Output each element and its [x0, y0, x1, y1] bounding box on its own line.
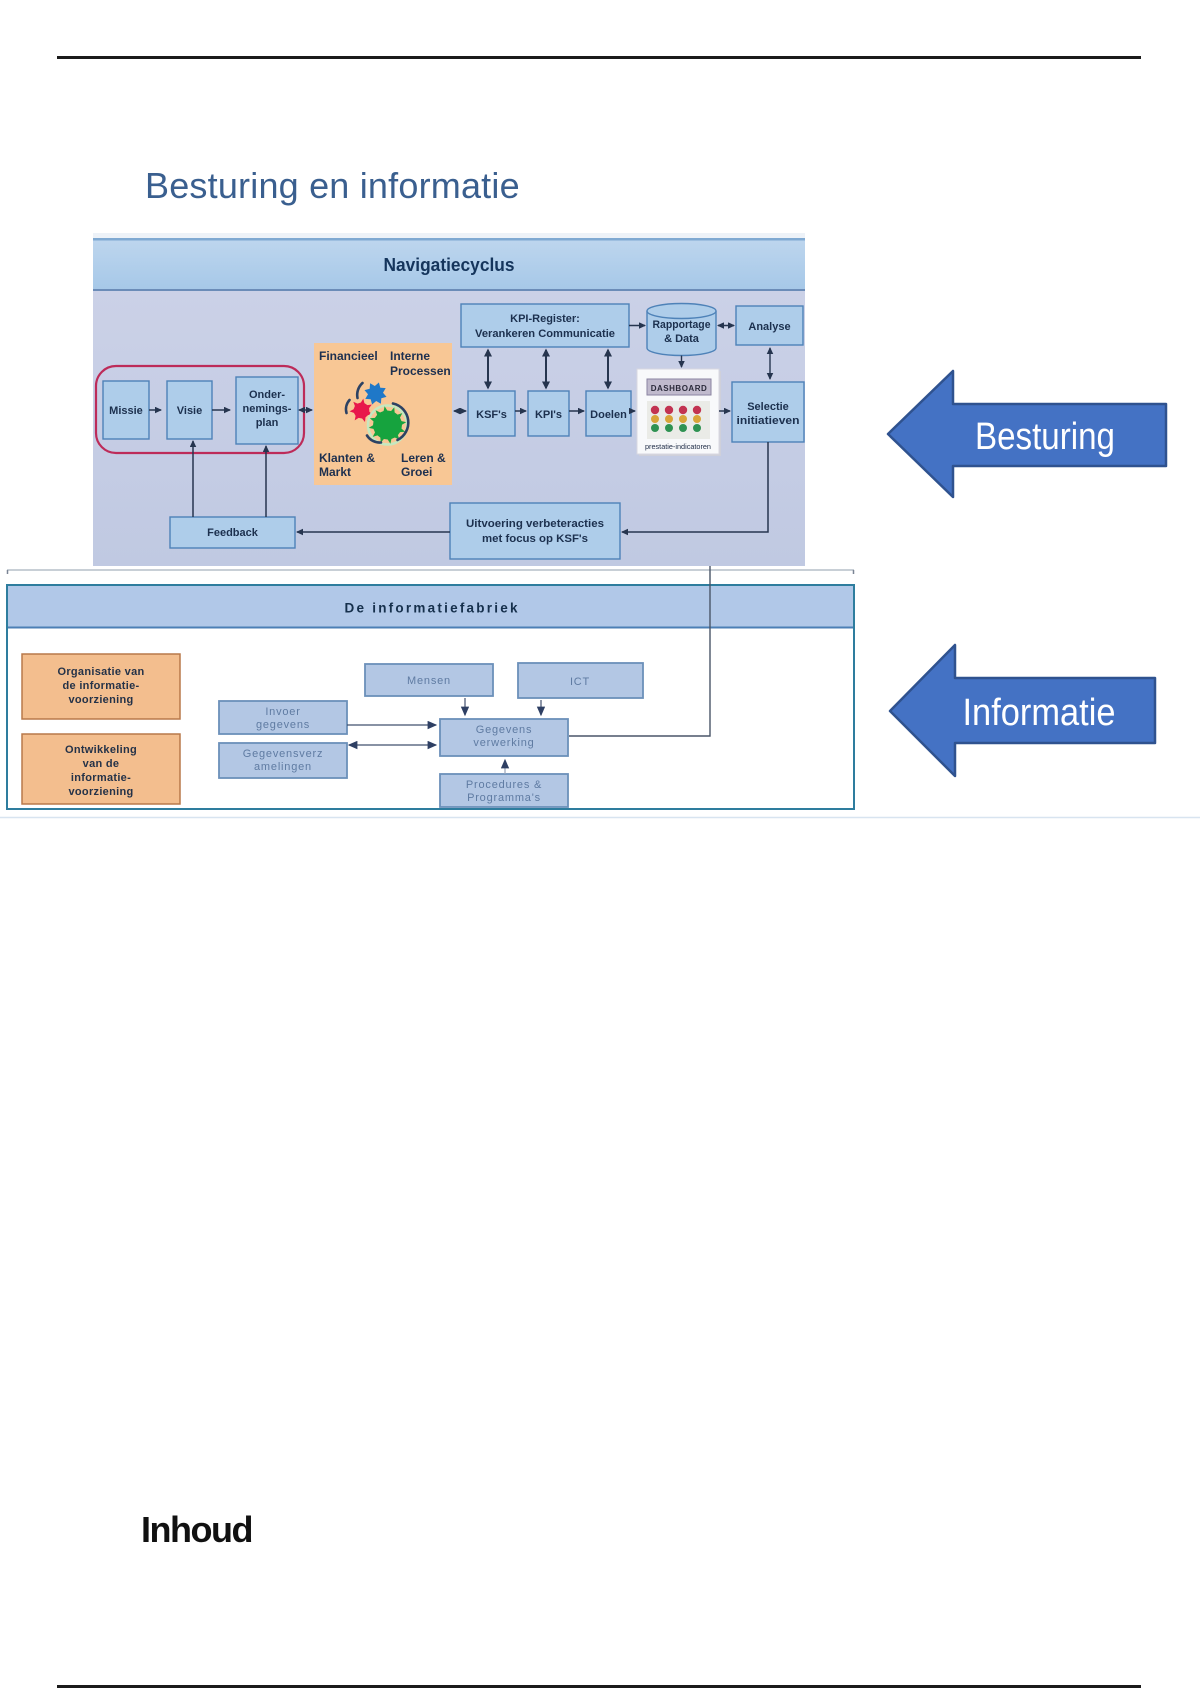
svg-text:Doelen: Doelen: [590, 409, 627, 421]
svg-text:Invoer: Invoer: [265, 706, 300, 718]
svg-text:Navigatiecyclus: Navigatiecyclus: [384, 254, 515, 275]
svg-text:& Data: & Data: [664, 333, 700, 345]
svg-text:Programma's: Programma's: [467, 792, 541, 804]
svg-text:Besturing: Besturing: [975, 416, 1115, 458]
svg-text:van de: van de: [83, 758, 120, 770]
svg-text:prestatie-indicatoren: prestatie-indicatoren: [645, 442, 711, 451]
svg-text:KSF's: KSF's: [476, 409, 507, 421]
svg-text:Leren &: Leren &: [401, 451, 446, 465]
svg-text:Gegevens: Gegevens: [476, 724, 533, 736]
svg-text:Organisatie van: Organisatie van: [57, 666, 144, 678]
svg-text:DASHBOARD: DASHBOARD: [651, 384, 708, 393]
svg-text:Visie: Visie: [177, 405, 203, 417]
svg-text:met focus op KSF's: met focus op KSF's: [482, 533, 588, 545]
svg-text:Groei: Groei: [401, 465, 432, 479]
svg-text:gegevens: gegevens: [256, 719, 310, 731]
svg-text:Mensen: Mensen: [407, 675, 451, 687]
svg-text:ICT: ICT: [570, 676, 590, 688]
svg-text:Procedures &: Procedures &: [466, 779, 542, 791]
svg-text:voorziening: voorziening: [68, 694, 133, 706]
svg-text:nemings-: nemings-: [243, 403, 292, 415]
svg-text:Missie: Missie: [109, 405, 143, 417]
svg-text:Rapportage: Rapportage: [653, 319, 711, 331]
svg-text:verwerking: verwerking: [473, 737, 534, 749]
svg-text:voorziening: voorziening: [68, 786, 133, 798]
svg-text:Financieel: Financieel: [319, 349, 378, 363]
svg-text:Markt: Markt: [319, 465, 351, 479]
svg-text:plan: plan: [256, 417, 279, 429]
svg-text:Ontwikkeling: Ontwikkeling: [65, 744, 137, 756]
svg-text:Onder-: Onder-: [249, 389, 285, 401]
svg-text:KPI-Register:: KPI-Register:: [510, 313, 580, 325]
svg-text:Selectie: Selectie: [747, 401, 789, 413]
svg-text:Analyse: Analyse: [748, 321, 790, 333]
svg-text:Klanten &: Klanten &: [319, 451, 375, 465]
svg-text:Feedback: Feedback: [207, 527, 259, 539]
svg-text:Uitvoering verbeteracties: Uitvoering verbeteracties: [466, 518, 604, 530]
svg-text:initiatieven: initiatieven: [737, 415, 800, 427]
svg-text:Informatie: Informatie: [963, 692, 1116, 734]
svg-text:Interne: Interne: [390, 349, 430, 363]
svg-text:Gegevensverz: Gegevensverz: [243, 748, 324, 760]
svg-text:informatie-: informatie-: [71, 772, 131, 784]
svg-text:Processen: Processen: [390, 364, 451, 378]
svg-text:Verankeren Communicatie: Verankeren Communicatie: [475, 328, 615, 340]
svg-text:amelingen: amelingen: [254, 761, 312, 773]
svg-text:KPI's: KPI's: [535, 409, 562, 421]
svg-text:de informatie-: de informatie-: [63, 680, 140, 692]
